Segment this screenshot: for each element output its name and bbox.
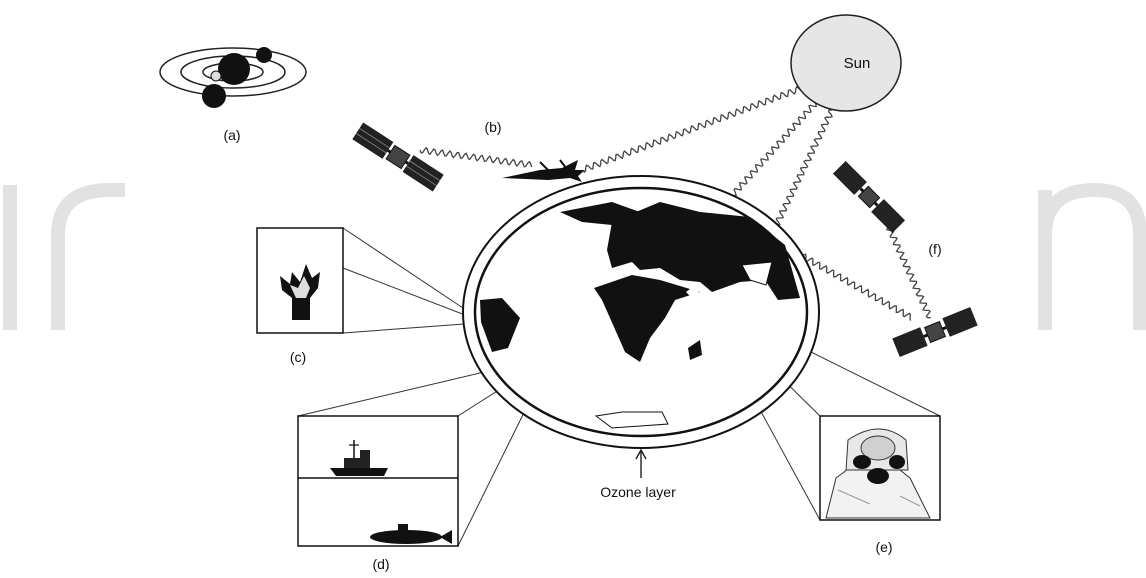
label-a: (a) [223, 127, 240, 143]
satellite-icon-upper [832, 160, 906, 234]
gas-mask-soldier-icon [825, 428, 931, 519]
submarine-icon [370, 524, 452, 544]
signal-wave-sun-missile [581, 85, 804, 173]
ozone-arrow-icon [635, 448, 647, 478]
label-c: (c) [290, 349, 306, 365]
signal-wave-satellite-missile [419, 146, 533, 168]
sun-icon [790, 14, 902, 112]
signal-wave-sun-earth-2 [768, 109, 834, 240]
sun-label: Sun [844, 55, 871, 72]
earth-icon [462, 175, 820, 449]
label-b: (b) [484, 119, 501, 135]
warship-icon [330, 440, 388, 476]
fire-box [256, 227, 344, 334]
watermark [3, 182, 1146, 330]
label-e: (e) [875, 539, 892, 555]
naval-box [297, 415, 459, 547]
satellite-icon-lower [892, 306, 978, 358]
fire-icon [280, 264, 320, 320]
label-d: (d) [372, 556, 389, 572]
ozone-layer-label: Ozone layer [600, 484, 676, 500]
signal-wave-satellites [879, 211, 932, 319]
missile-icon [502, 159, 585, 182]
solar-system-icon [159, 47, 307, 108]
signal-wave-sun-earth-1 [727, 98, 819, 198]
satellite-icon [352, 122, 444, 192]
gas-mask-box [819, 415, 941, 521]
label-f: (f) [928, 241, 941, 257]
